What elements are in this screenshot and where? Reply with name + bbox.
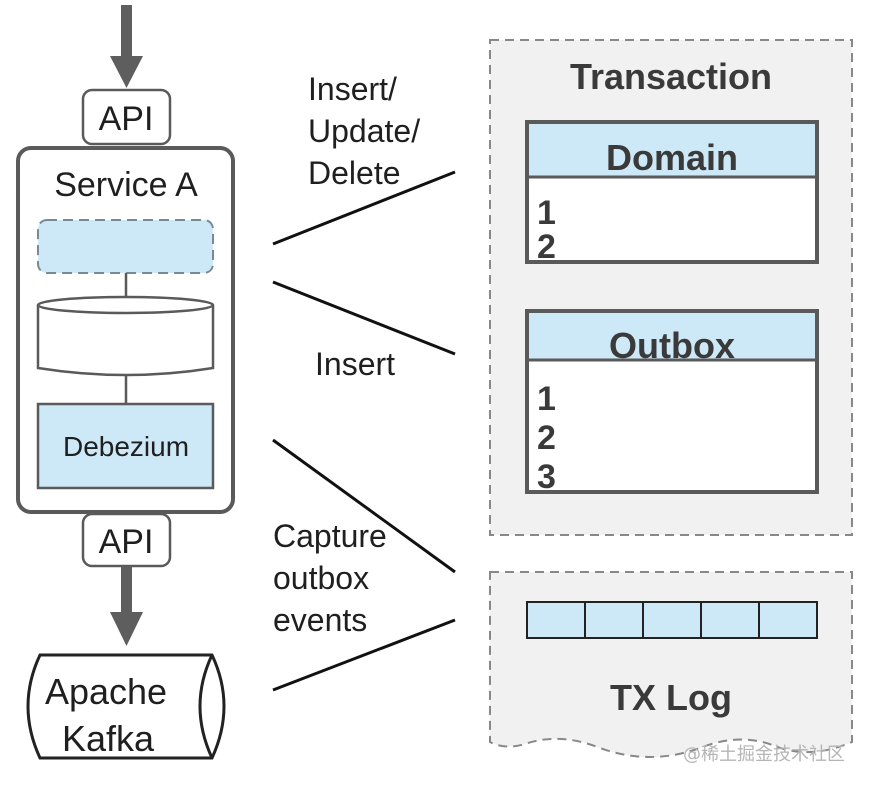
capture-annotation: Capture outbox events (273, 518, 387, 638)
incoming-arrow (110, 5, 143, 88)
write-annotation: Insert/ Update/ Delete (308, 71, 420, 191)
capture-line-3: events (273, 602, 367, 638)
database-icon (36, 295, 215, 377)
capture-line-1: Capture (273, 518, 387, 554)
kafka-label-line1: Apache (45, 671, 167, 712)
write-callout-line (272, 170, 456, 246)
service-component-box (37, 219, 214, 274)
api-top-box: API (81, 88, 172, 146)
debezium-box (36, 402, 215, 490)
txlog-cells (526, 601, 818, 639)
outbox-row-2: 2 (537, 419, 556, 457)
api-bottom-box: API (81, 512, 172, 568)
write-line-2: Update/ (308, 113, 420, 149)
domain-table-title: Domain (606, 137, 738, 178)
transaction-title: Transaction (570, 56, 772, 97)
kafka-cylinder: Apache Kafka (26, 653, 226, 760)
debezium-label: Debezium (63, 431, 189, 462)
transaction-container: Transaction Domain 1 2 Outbox 1 2 3 (489, 39, 853, 536)
callout-lines (272, 170, 456, 692)
txlog-cell (584, 601, 644, 639)
service-a-box: Service A Debezium (16, 146, 235, 514)
txlog-title: TX Log (610, 677, 732, 718)
outbox-table: Outbox 1 2 3 (525, 309, 819, 496)
write-line-3: Delete (308, 155, 401, 191)
write-line-1: Insert/ (308, 71, 397, 107)
txlog-cell (758, 601, 818, 639)
txlog-cell (700, 601, 760, 639)
api-top-label: API (99, 100, 154, 138)
domain-table: Domain 1 2 (525, 120, 819, 266)
txlog-cell (642, 601, 702, 639)
kafka-label-line2: Kafka (62, 718, 155, 759)
txlog-cell (526, 601, 586, 639)
txlog-container: TX Log (489, 571, 853, 758)
service-a-title: Service A (54, 166, 198, 204)
outbox-table-title: Outbox (609, 325, 735, 366)
capture-line-2: outbox (273, 560, 369, 596)
insert-callout-line (272, 280, 456, 356)
outgoing-arrow (110, 567, 143, 646)
outbox-row-3: 3 (537, 458, 556, 496)
api-bottom-label: API (99, 523, 154, 561)
capture-callout-line-top (272, 438, 456, 574)
domain-row-2: 2 (537, 228, 556, 266)
domain-row-1: 1 (537, 194, 556, 232)
capture-callout-line-bottom (272, 618, 456, 692)
insert-annotation: Insert (315, 346, 395, 382)
watermark: @稀土掘金技术社区 (683, 744, 845, 765)
outbox-row-1: 1 (537, 380, 556, 418)
